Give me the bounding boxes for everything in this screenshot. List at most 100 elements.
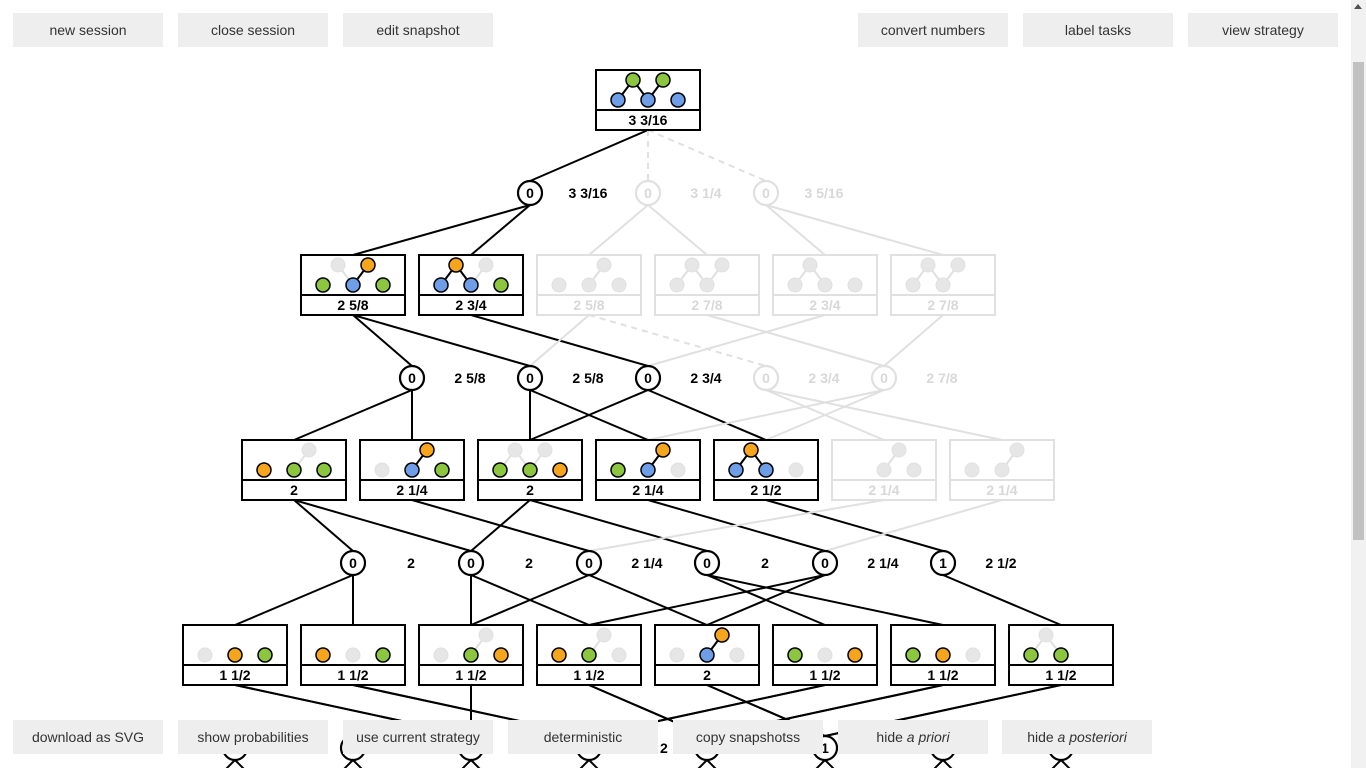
gray-dot bbox=[537, 442, 553, 458]
hide-a-posteriori-button[interactable]: hide a posteriori bbox=[1002, 720, 1152, 754]
chance-node-circle bbox=[516, 364, 544, 392]
snapshot-value: 2 5/8 bbox=[573, 297, 604, 313]
gray-dot bbox=[994, 462, 1010, 478]
deterministic-button[interactable]: deterministic bbox=[508, 720, 658, 754]
button-label-emphasis: a posteriori bbox=[1057, 729, 1127, 745]
chance-to-snapshot-edge bbox=[352, 204, 531, 256]
gray-dot bbox=[964, 462, 980, 478]
use-current-strategy-button[interactable]: use current strategy bbox=[343, 720, 493, 754]
chance-to-snapshot-edge bbox=[579, 759, 590, 768]
snapshot-value: 2 3/4 bbox=[455, 297, 486, 313]
chance-node-value: 0 bbox=[467, 555, 475, 571]
snapshot-box[interactable]: 2 3/4 bbox=[772, 254, 878, 316]
snapshot-box[interactable]: 1 1/2 bbox=[300, 624, 406, 686]
snapshot-box[interactable]: 2 7/8 bbox=[890, 254, 996, 316]
snapshot-to-chance-edge bbox=[470, 499, 531, 552]
snapshot-value: 1 1/2 bbox=[1045, 667, 1076, 683]
snapshot-value: 2 1/2 bbox=[750, 482, 781, 498]
gray-dot bbox=[847, 277, 863, 293]
gray-dot bbox=[817, 277, 833, 293]
snapshot-box[interactable]: 1 1/2 bbox=[890, 624, 996, 686]
chance-to-snapshot-edge bbox=[706, 574, 826, 626]
snapshot-value: 2 bbox=[703, 667, 711, 683]
chance-node-circle bbox=[575, 549, 603, 577]
green-dot bbox=[655, 72, 671, 88]
green-dot bbox=[286, 462, 302, 478]
chance-to-snapshot-edge bbox=[647, 204, 708, 256]
chance-node-label: 2 7/8 bbox=[926, 370, 957, 386]
chance-node-label: 2 bbox=[761, 555, 769, 571]
blue-dot bbox=[640, 462, 656, 478]
chance-to-snapshot-edge bbox=[765, 204, 944, 256]
snapshot-box[interactable]: 1 1/2 bbox=[772, 624, 878, 686]
snapshot-box[interactable]: 2 1/4 bbox=[949, 439, 1055, 501]
scroll-up-arrow-icon[interactable] bbox=[1354, 4, 1362, 9]
chance-node-circle bbox=[339, 549, 367, 577]
snapshot-box[interactable]: 3 3/16 bbox=[595, 69, 701, 131]
snapshot-value: 1 1/2 bbox=[809, 667, 840, 683]
gray-dot bbox=[669, 277, 685, 293]
green-dot bbox=[492, 462, 508, 478]
gray-dot bbox=[507, 442, 523, 458]
gray-dot bbox=[374, 462, 390, 478]
snapshot-box[interactable]: 2 5/8 bbox=[300, 254, 406, 316]
blue-dot bbox=[404, 462, 420, 478]
edit-snapshot-button[interactable]: edit snapshot bbox=[343, 13, 493, 47]
snapshot-value: 1 1/2 bbox=[219, 667, 250, 683]
snapshot-box[interactable]: 2 7/8 bbox=[654, 254, 760, 316]
snapshot-to-chance-edge bbox=[529, 129, 649, 182]
snapshot-box[interactable]: 1 1/2 bbox=[182, 624, 288, 686]
close-session-button[interactable]: close session bbox=[178, 13, 328, 47]
new-session-button[interactable]: new session bbox=[13, 13, 163, 47]
snapshot-value: 2 5/8 bbox=[337, 297, 368, 313]
view-strategy-button[interactable]: view strategy bbox=[1188, 13, 1338, 47]
chance-node-value: 0 bbox=[644, 185, 652, 201]
snapshot-box[interactable]: 2 1/4 bbox=[831, 439, 937, 501]
snapshot-value: 2 7/8 bbox=[927, 297, 958, 313]
button-label-emphasis: a priori bbox=[906, 729, 950, 745]
hide-a-priori-button[interactable]: hide a priori bbox=[838, 720, 988, 754]
snapshot-box[interactable]: 2 1/4 bbox=[595, 439, 701, 501]
snapshot-box[interactable]: 2 bbox=[477, 439, 583, 501]
snapshot-box[interactable]: 1 1/2 bbox=[1008, 624, 1114, 686]
copy-snapshots-button[interactable]: copy snapshotss bbox=[673, 720, 823, 754]
snapshot-box[interactable]: 2 bbox=[654, 624, 760, 686]
gray-dot bbox=[197, 647, 213, 663]
snapshot-box[interactable]: 2 3/4 bbox=[418, 254, 524, 316]
snapshot-value: 1 1/2 bbox=[927, 667, 958, 683]
snapshot-to-chance-edge bbox=[883, 314, 944, 367]
orange-dot bbox=[655, 442, 671, 458]
chance-node-label: 2 3/4 bbox=[690, 370, 721, 386]
green-dot bbox=[257, 647, 273, 663]
show-probabilities-button[interactable]: show probabilities bbox=[178, 720, 328, 754]
gray-dot bbox=[699, 277, 715, 293]
gray-dot bbox=[684, 257, 700, 273]
green-dot bbox=[905, 647, 921, 663]
button-label: hide bbox=[876, 729, 907, 745]
gray-dot bbox=[478, 257, 494, 273]
snapshot-box[interactable]: 2 bbox=[241, 439, 347, 501]
blue-dot bbox=[463, 277, 479, 293]
chance-node-circle bbox=[929, 549, 957, 577]
snapshot-box[interactable]: 2 1/2 bbox=[713, 439, 819, 501]
convert-numbers-button[interactable]: convert numbers bbox=[858, 13, 1008, 47]
download-svg-button[interactable]: download as SVG bbox=[13, 720, 163, 754]
gray-dot bbox=[1009, 442, 1025, 458]
snapshot-box[interactable]: 2 1/4 bbox=[359, 439, 465, 501]
snapshot-box[interactable]: 1 1/2 bbox=[418, 624, 524, 686]
snapshot-box[interactable]: 1 1/2 bbox=[536, 624, 642, 686]
snapshot-box[interactable]: 2 5/8 bbox=[536, 254, 642, 316]
chance-node-label: 3 1/4 bbox=[690, 185, 721, 201]
gray-dot bbox=[611, 277, 627, 293]
chance-node-label: 3 3/16 bbox=[569, 185, 608, 201]
chance-to-snapshot-edge bbox=[234, 574, 354, 626]
scrollbar-thumb[interactable] bbox=[1353, 62, 1364, 540]
gray-dot bbox=[876, 462, 892, 478]
vertical-scrollbar[interactable] bbox=[1351, 0, 1366, 768]
label-tasks-button[interactable]: label tasks bbox=[1023, 13, 1173, 47]
